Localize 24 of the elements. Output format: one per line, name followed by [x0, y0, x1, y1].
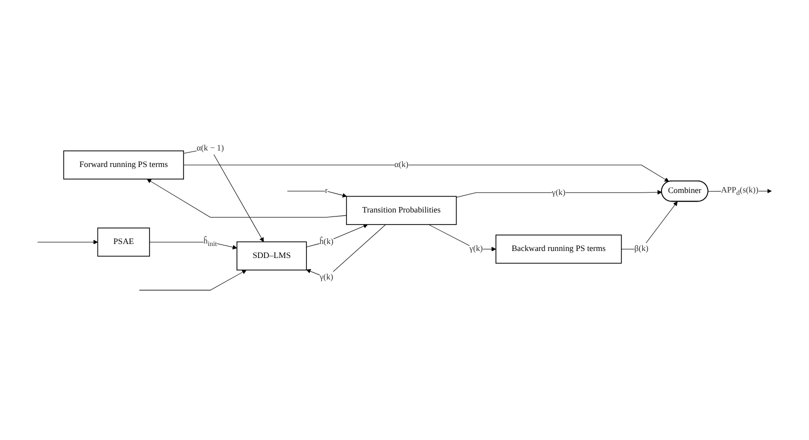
arrow [456, 190, 662, 198]
edge-label: APP$_{d}$(s(k)) [720, 186, 758, 196]
edge-label: ĥ$_{init}$ [204, 236, 217, 248]
edge-label: r [325, 186, 328, 196]
node-box: Transition Probabilities [346, 196, 457, 225]
edge-label: α(k − 1) [196, 144, 224, 152]
arrow [139, 270, 247, 290]
arrow [287, 190, 347, 198]
edge-label: α(k) [394, 160, 408, 170]
edge-label: γ(k) [552, 188, 566, 197]
edge-label: β(k) [634, 244, 648, 254]
arrow [37, 240, 98, 244]
node-box: Forward running PS terms [63, 150, 184, 180]
edge-label: ĥ(k) [319, 237, 334, 246]
arrow [149, 242, 238, 250]
node-box: Backward running PS terms [496, 234, 622, 264]
arrow [428, 224, 496, 252]
edge-label: γ(k) [469, 244, 483, 254]
arrow [621, 201, 678, 250]
arrow [146, 178, 347, 218]
node-box: PSAE [97, 228, 150, 257]
edge-label: γ(k) [320, 272, 334, 282]
node-box: SDD–LMS [236, 241, 307, 270]
arrow [183, 164, 670, 182]
